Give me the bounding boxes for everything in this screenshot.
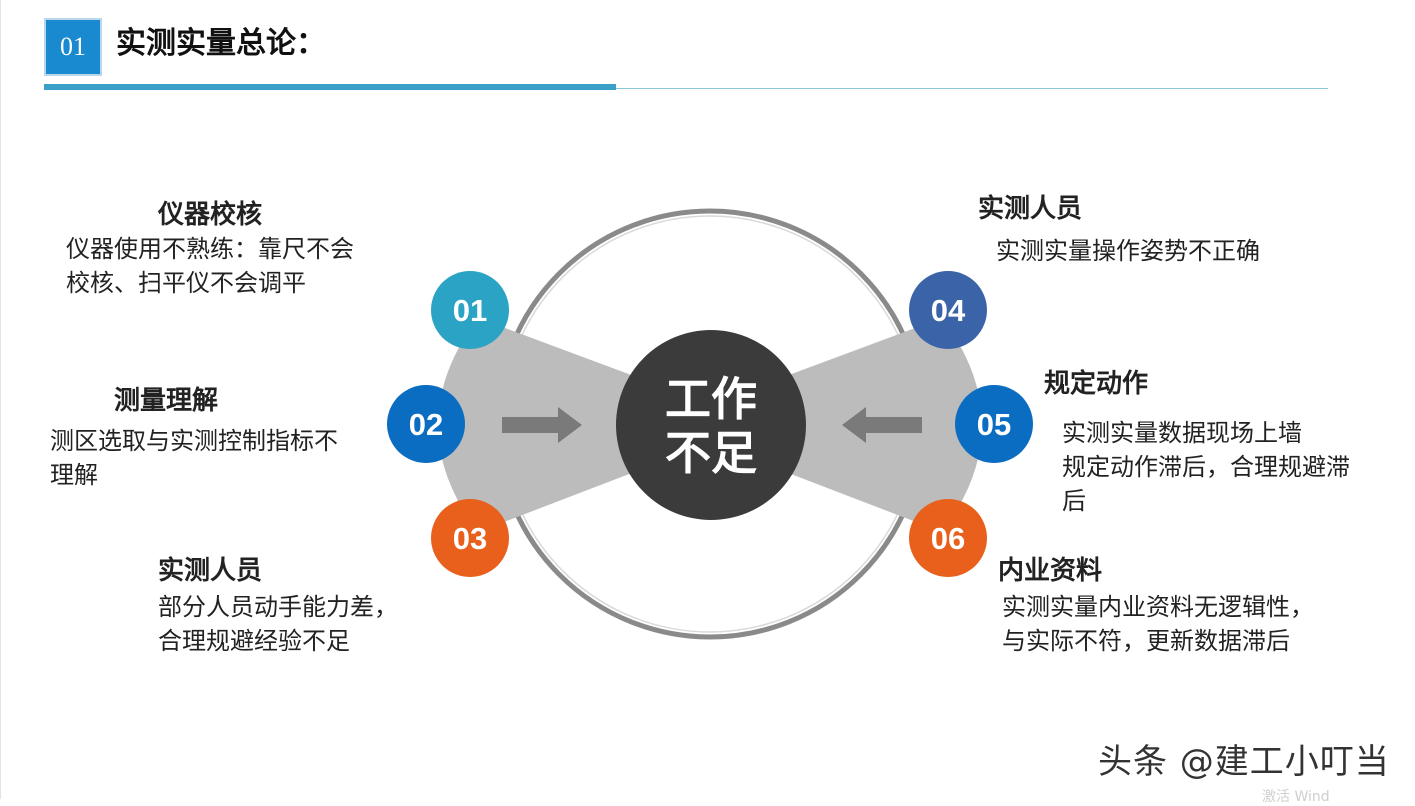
section-number-badge: 01: [44, 18, 102, 76]
node-02-number: 02: [409, 407, 443, 442]
node-06-number-circle: 06: [909, 499, 987, 577]
page-title: 实测实量总论：: [116, 26, 326, 61]
node-04-number: 04: [931, 293, 966, 328]
node-05-desc: 实测实量数据现场上墙 规定动作滞后，合理规避滞 后: [1062, 416, 1350, 518]
title-underline-thin: [616, 88, 1328, 89]
node-05-desc-line1: 实测实量数据现场上墙: [1062, 419, 1302, 447]
node-04-desc: 实测实量操作姿势不正确: [996, 234, 1260, 268]
node-04-title: 实测人员: [978, 194, 1083, 224]
node-04-number-circle: 04: [909, 271, 987, 349]
node-04-desc-line1: 实测实量操作姿势不正确: [996, 237, 1260, 265]
node-01-desc-line2: 校核、扫平仪不会调平: [66, 269, 306, 297]
node-01-title: 仪器校核: [158, 200, 263, 230]
node-03-title: 实测人员: [158, 556, 263, 586]
node-06-desc-line1: 实测实量内业资料无逻辑性，: [1002, 593, 1314, 621]
node-02-circle: [387, 385, 465, 463]
node-02-desc-line1: 测区选取与实测控制指标不: [50, 427, 338, 455]
node-03-desc: 部分人员动手能力差， 合理规避经验不足: [158, 590, 398, 658]
activation-watermark: 激活 Wind: [1262, 789, 1330, 805]
node-02-desc: 测区选取与实测控制指标不 理解: [50, 424, 338, 492]
node-03-circle: [431, 499, 509, 577]
node-05-desc-line2: 规定动作滞后，合理规避滞: [1062, 453, 1350, 481]
right-arrow-icon: [502, 407, 582, 443]
node-02-number-circle: 02: [387, 385, 465, 463]
center-label-line1: 工作: [665, 372, 757, 426]
node-03-number-circle: 03: [431, 499, 509, 577]
node-05-number: 05: [977, 407, 1011, 442]
node-04-circle: [909, 271, 987, 349]
node-02-desc-line2: 理解: [50, 461, 98, 489]
watermark: 头条 @建工小叮当: [1098, 742, 1390, 782]
page-edge-line: [0, 0, 1, 799]
center-circle: [616, 330, 806, 520]
title-underline-thick: [44, 84, 616, 90]
node-01-desc: 仪器使用不熟练：靠尺不会 校核、扫平仪不会调平: [66, 232, 354, 300]
node-01-desc-line1: 仪器使用不熟练：靠尺不会: [66, 235, 354, 263]
node-05-title: 规定动作: [1044, 369, 1149, 399]
left-arrow-icon: [842, 407, 922, 443]
node-06-desc: 实测实量内业资料无逻辑性， 与实际不符，更新数据滞后: [1002, 590, 1314, 658]
node-03-number: 03: [453, 521, 487, 556]
node-01-circle: [431, 271, 509, 349]
node-01-number-circle: 01: [431, 271, 509, 349]
node-06-circle: [909, 499, 987, 577]
node-06-number: 06: [931, 521, 965, 556]
node-03-desc-line1: 部分人员动手能力差，: [158, 593, 398, 621]
node-06-desc-line2: 与实际不符，更新数据滞后: [1002, 627, 1290, 655]
node-06-title: 内业资料: [998, 556, 1103, 586]
node-05-circle: [955, 385, 1033, 463]
node-05-desc-line3: 后: [1062, 487, 1086, 515]
node-03-desc-line2: 合理规避经验不足: [158, 627, 350, 655]
node-05-number-circle: 05: [955, 385, 1033, 463]
node-01-number: 01: [453, 293, 487, 328]
center-label-line2: 不足: [665, 426, 757, 480]
node-02-title: 测量理解: [114, 386, 219, 416]
